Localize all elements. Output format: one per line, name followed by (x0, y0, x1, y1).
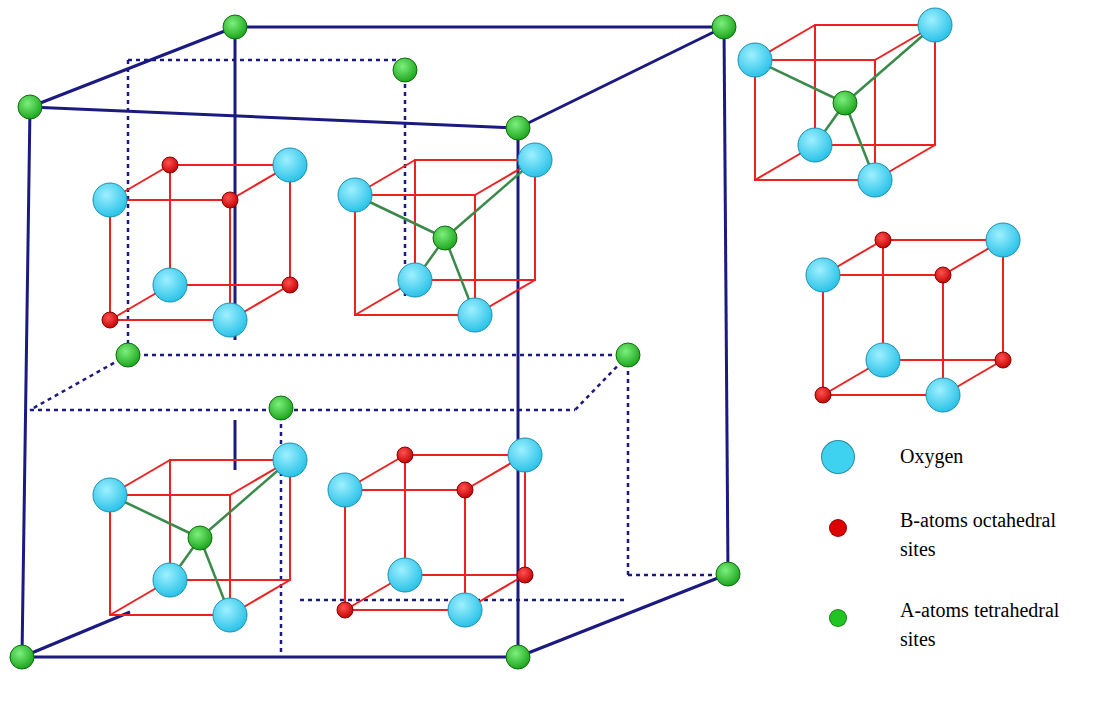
legend-text: Oxygen (900, 442, 1070, 471)
legend-swatch (829, 519, 847, 537)
legend-text: A-atoms tetrahedral sites (900, 596, 1070, 654)
legend-swatch (821, 440, 855, 474)
legend-text: B-atoms octahedral sites (900, 506, 1070, 564)
legend-swatch (829, 609, 847, 627)
